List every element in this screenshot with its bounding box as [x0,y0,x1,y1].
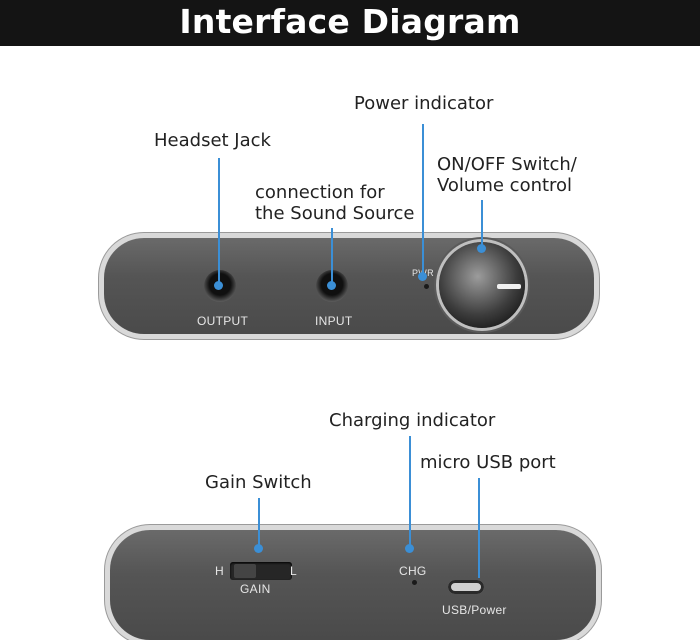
charging-led [412,580,417,585]
micro-usb-port [448,580,484,594]
page-title: Interface Diagram [0,0,700,46]
gain-switch [230,562,292,580]
charging-leader-line [409,436,411,546]
gain-switch-knob [234,564,256,578]
output-silk-label: OUTPUT [197,314,249,328]
charging-indicator-label: Charging indicator [329,410,496,431]
power-leader-line [422,124,424,274]
gain-leader-line [258,498,260,546]
switch-label-line2: Volume control [437,175,573,196]
gain-silk-label: GAIN [240,582,271,596]
source-leader-line [331,228,333,282]
usb-leader-line [478,478,480,578]
gain-l-silk-label: L [290,564,297,578]
usb-power-silk-label: USB/Power [442,603,507,617]
power-indicator-label: Power indicator [354,93,494,114]
bottom-device-panel [110,530,596,640]
headset-leader-line [218,158,220,282]
charging-leader-dot [405,544,414,553]
source-leader-dot [327,281,336,290]
knob-indicator-mark [497,284,521,289]
usb-port-label: micro USB port [420,452,556,473]
chg-silk-label: CHG [399,564,427,578]
source-label-line2: the Sound Source [255,203,415,224]
gain-h-silk-label: H [215,564,224,578]
switch-leader-dot [477,244,486,253]
gain-leader-dot [254,544,263,553]
switch-leader-line [481,200,483,246]
gain-switch-label: Gain Switch [205,472,312,493]
power-leader-dot [418,272,427,281]
headset-leader-dot [214,281,223,290]
switch-label-line1: ON/OFF Switch/ [437,154,577,175]
headset-jack-label: Headset Jack [154,130,271,151]
power-led [424,284,429,289]
volume-knob [439,242,525,328]
source-label-line1: connection for [255,182,385,203]
input-silk-label: INPUT [315,314,353,328]
